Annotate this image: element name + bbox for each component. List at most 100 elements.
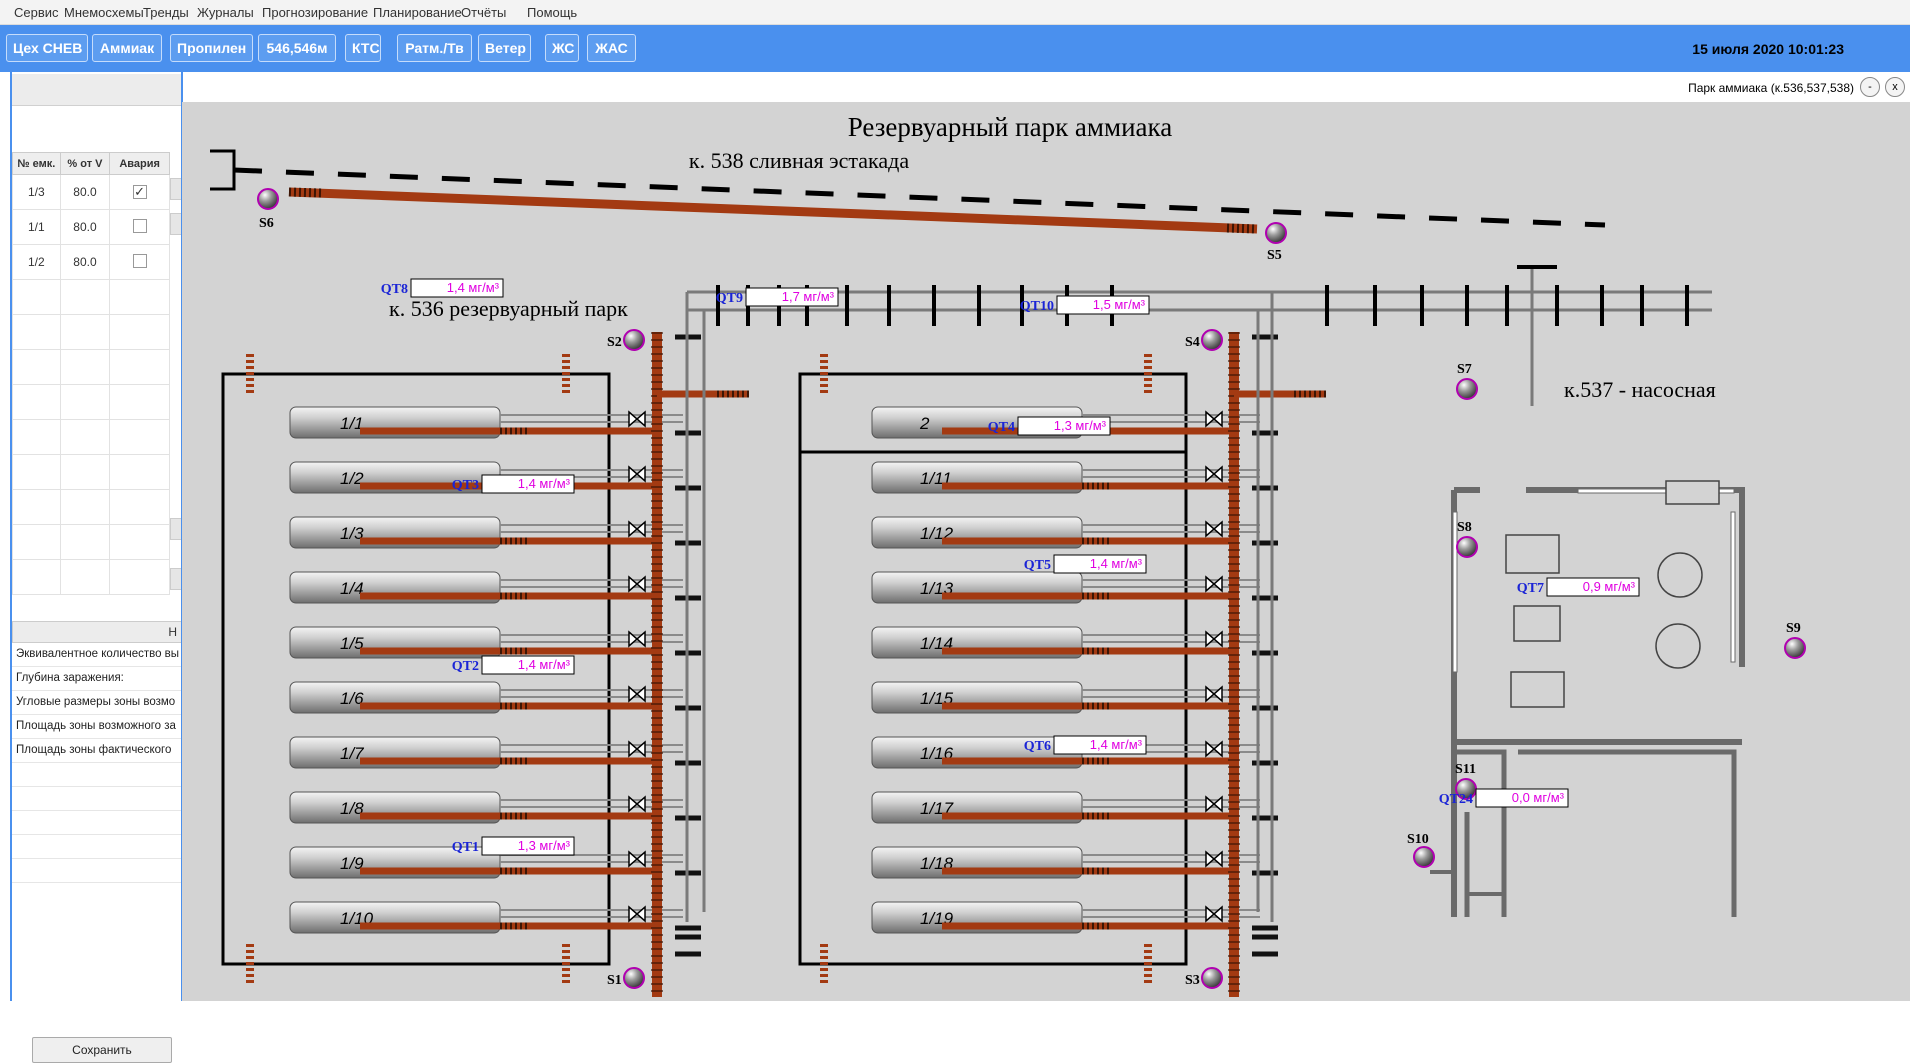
valve-icon[interactable] xyxy=(628,520,646,538)
toolbar-button[interactable]: Ратм./Тв xyxy=(397,34,472,62)
toolbar-button[interactable]: 546,546м xyxy=(258,34,336,62)
valve-icon[interactable] xyxy=(1205,685,1223,703)
minimize-button[interactable]: - xyxy=(1860,77,1880,97)
toolbar-button[interactable]: Ветер xyxy=(478,34,531,62)
toolbar-button[interactable]: ЖС xyxy=(545,34,579,62)
gas-sensor[interactable]: S6 xyxy=(257,188,279,231)
sensor-icon[interactable] xyxy=(623,967,645,989)
menu-item[interactable]: Мнемосхемы xyxy=(64,5,144,20)
toolbar-button[interactable]: Цех CHEB xyxy=(6,34,88,62)
tank-percent-cell: 80.0 xyxy=(59,244,111,280)
valve-icon[interactable] xyxy=(628,575,646,593)
sensor-icon[interactable] xyxy=(1456,536,1478,558)
table-row[interactable] xyxy=(12,314,170,350)
gas-sensor[interactable]: S4 xyxy=(1185,329,1223,351)
sensor-icon[interactable] xyxy=(1201,329,1223,351)
sensor-icon[interactable] xyxy=(257,188,279,210)
menu-item[interactable]: Журналы xyxy=(197,5,254,20)
gas-sensor[interactable]: S5 xyxy=(1265,222,1287,263)
valve-icon[interactable] xyxy=(1205,740,1223,758)
valve-icon[interactable] xyxy=(628,850,646,868)
valve-icon[interactable] xyxy=(628,685,646,703)
table-header[interactable]: Авария xyxy=(109,152,170,175)
gas-sensor[interactable]: S1 xyxy=(607,967,645,989)
valve-icon[interactable] xyxy=(1205,850,1223,868)
menu-item[interactable]: Помощь xyxy=(527,5,578,20)
valve-icon[interactable] xyxy=(628,410,646,428)
save-button[interactable]: Сохранить xyxy=(32,1037,172,1063)
alarm-checkbox[interactable]: ✓ xyxy=(132,184,147,199)
close-button[interactable]: x xyxy=(1885,77,1905,97)
table-row[interactable] xyxy=(12,489,170,525)
valve-icon[interactable] xyxy=(628,630,646,648)
valve-icon[interactable] xyxy=(1205,905,1223,923)
toolbar-button[interactable]: КТС xyxy=(345,34,381,62)
valve-icon[interactable] xyxy=(628,740,646,758)
sensor-icon[interactable] xyxy=(1201,967,1223,989)
gas-sensor[interactable]: S11 xyxy=(1455,762,1477,800)
sensor-label: S3 xyxy=(1185,973,1200,988)
alarm-checkbox[interactable] xyxy=(132,218,147,233)
valve-icon[interactable] xyxy=(1205,520,1223,538)
sensor-icon[interactable] xyxy=(623,329,645,351)
menu-item[interactable]: Отчёты xyxy=(461,5,507,20)
valve-icon[interactable] xyxy=(628,465,646,483)
reading-box xyxy=(481,655,575,675)
valve-icon[interactable] xyxy=(628,795,646,813)
valve-icon[interactable] xyxy=(1205,465,1223,483)
gas-sensor[interactable]: S10 xyxy=(1407,832,1435,868)
sensor-icon[interactable] xyxy=(1784,637,1806,659)
table-row[interactable] xyxy=(12,559,170,595)
reading-value: 1,7 мг/м³ xyxy=(782,289,835,304)
table-row[interactable] xyxy=(12,384,170,420)
valve-icon[interactable] xyxy=(1205,575,1223,593)
menu-item[interactable]: Планирование xyxy=(373,5,462,20)
gas-sensor[interactable]: S8 xyxy=(1456,520,1478,558)
table-row[interactable] xyxy=(12,279,170,315)
alarm-checkbox[interactable] xyxy=(132,253,147,268)
table-header[interactable]: № емк. xyxy=(12,152,61,175)
valve-icon[interactable] xyxy=(1205,410,1223,428)
toolbar-button[interactable]: ЖАС xyxy=(587,34,636,62)
valve-icon[interactable] xyxy=(1205,795,1223,813)
toolbar-button[interactable]: Пропилен xyxy=(170,34,253,62)
table-row[interactable] xyxy=(12,454,170,490)
gas-sensor[interactable]: S7 xyxy=(1456,362,1478,400)
menu-item[interactable]: Тренды xyxy=(143,5,189,20)
sensor-icon[interactable] xyxy=(1413,846,1435,868)
table-header[interactable]: % от V xyxy=(59,152,111,175)
reading-value: 1,4 мг/м³ xyxy=(518,476,571,491)
reading-box xyxy=(481,836,575,856)
table-row[interactable] xyxy=(12,419,170,455)
valve-icon[interactable] xyxy=(628,905,646,923)
table-row[interactable] xyxy=(12,524,170,560)
sensor-icon[interactable] xyxy=(1265,222,1287,244)
menu-item[interactable]: Прогнозирование xyxy=(262,5,369,20)
toolbar-button[interactable]: Аммиак xyxy=(92,34,162,62)
valve-icon[interactable] xyxy=(1205,630,1223,648)
sensor-icon[interactable] xyxy=(1456,378,1478,400)
reading-box xyxy=(1053,554,1147,574)
calc-row-empty xyxy=(12,811,182,835)
menu-item[interactable]: Сервис xyxy=(14,5,59,20)
gas-sensor[interactable]: S9 xyxy=(1784,621,1806,659)
table-row[interactable] xyxy=(12,349,170,385)
gas-sensor[interactable]: S2 xyxy=(607,329,645,351)
gas-sensor[interactable]: S3 xyxy=(1185,967,1223,989)
scheme-title: Резервуарный парк аммиака xyxy=(848,112,1172,142)
